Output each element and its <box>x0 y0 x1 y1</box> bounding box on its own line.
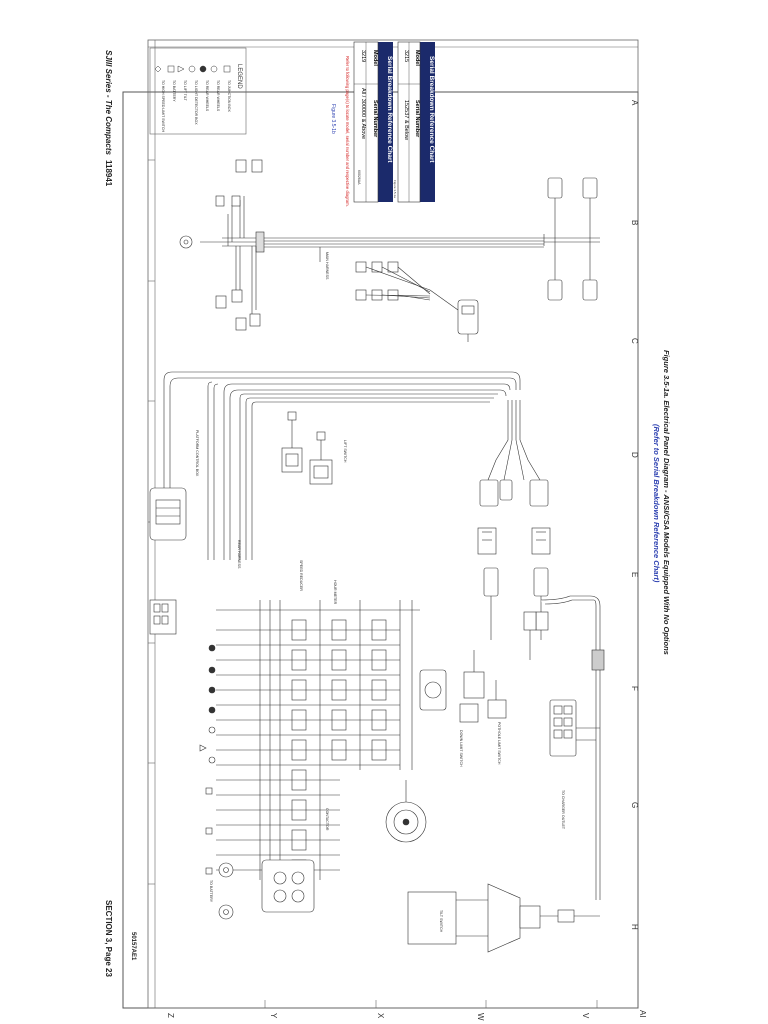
serial-chart-1-title: Serial Breakdown Reference Chart <box>428 56 435 163</box>
section-page: SECTION 3, Page 23 <box>104 900 113 977</box>
figure-title-block: Figure 3.5-1a. Electrical Panel Diagram … <box>652 350 671 655</box>
junction-box-icon <box>223 65 231 73</box>
component-labels: MAIN HARNESS PLATFORM CONTROL BOX REAR H… <box>195 252 565 933</box>
label-main-harness: MAIN HARNESS <box>325 252 329 280</box>
serial-chart-1-model: 3215 <box>403 50 409 62</box>
serial-chart-1: Serial Breakdown Reference Chart Model S… <box>393 41 435 203</box>
label-lift-switch: LIFT SWITCH <box>343 440 347 463</box>
part-number: 118941 <box>104 160 113 187</box>
v-row-connectors <box>523 611 549 660</box>
grid-col-b: B <box>630 220 639 225</box>
legend: LEGEND TO JUNCTION BOX TO REAR WHEELS TO… <box>149 47 247 135</box>
legend-box <box>149 47 247 135</box>
legend-item-7: TO HIGH SPEED LIMIT SWITCH <box>161 80 165 132</box>
grid-col-a: A <box>630 100 639 106</box>
motor-component <box>385 780 427 843</box>
rear-wheel-half-icon <box>199 65 207 73</box>
grid-row-y: Y <box>269 1013 278 1019</box>
grid-row-x: X <box>376 1013 385 1019</box>
series-title: SJIII Series - The Compacts <box>104 50 113 155</box>
fuse-block <box>149 599 177 635</box>
speed-limit-icon <box>154 65 162 73</box>
label-hour-meter: HOUR METER <box>333 580 337 605</box>
page-header-left: SJIII Series - The Compacts 118941 SECTI… <box>104 50 136 977</box>
legend-symbols <box>154 65 231 73</box>
wiring <box>149 159 605 953</box>
left-connectors <box>215 159 263 331</box>
serial-chart-2: Serial Breakdown Reference Chart Model S… <box>330 41 393 207</box>
rear-connectors-top <box>543 177 600 301</box>
platform-harness <box>163 371 521 560</box>
main-harness-bundle <box>179 196 544 320</box>
grid-corner: AI <box>638 1010 647 1018</box>
rear-wheel-icon <box>210 65 218 73</box>
figure-subtitle: (Refer to Serial Breakdown Reference Cha… <box>652 424 661 583</box>
serial-chart-2-code: 60026AA <box>357 170 361 185</box>
detector-icon <box>188 65 196 73</box>
platform-control-box <box>149 480 187 541</box>
limit-switch-boxes <box>281 411 333 485</box>
legend-item-6: TO BATTERY <box>172 80 176 102</box>
mid-connectors <box>355 261 479 342</box>
contactor-bottom <box>218 859 315 920</box>
label-contactor: CONTACTOR <box>325 808 329 831</box>
serial-chart-1-header-serial: Serial Number <box>414 100 420 138</box>
label-speed-reducer: SPEED REDUCER <box>299 560 303 591</box>
grid-col-g: G <box>630 802 639 808</box>
panel-bus-lines <box>216 600 420 880</box>
serial-chart-1-header-model: Model <box>414 50 420 66</box>
serial-chart-2-header <box>378 42 393 202</box>
serial-chart-2-header-serial: Serial Number <box>372 100 378 138</box>
legend-item-1: TO JUNCTION BOX <box>227 80 231 112</box>
serial-chart-2-serial: All / 300000 & Above <box>360 88 366 139</box>
grid-row-v: V <box>581 1013 590 1019</box>
label-down-limit: DOWN LIMIT SWITCH <box>459 730 463 767</box>
terminal-symbols <box>199 644 216 875</box>
grid-col-f: F <box>630 686 639 691</box>
grid-row-labels: V W X Y Z AI <box>166 1010 647 1021</box>
label-charger: TO CHARGER OUTLET <box>561 790 565 830</box>
legend-item-3: TO REAR WHEELS <box>205 80 209 112</box>
serial-chart-1-ref: Figure 3.5-1a <box>393 180 397 198</box>
label-pothole: POTHOLE LIMIT SWITCH <box>497 722 501 765</box>
label-to-battery: TO BATTERY <box>209 880 213 903</box>
serial-chart-1-serial: 152537 & Below <box>403 100 409 140</box>
grid-col-c: C <box>630 338 639 344</box>
page-frame <box>122 91 639 1009</box>
grid-row-z: Z <box>166 1013 175 1018</box>
serial-chart-2-model: 3219 <box>360 50 366 62</box>
grid-col-h: H <box>630 924 639 930</box>
label-tilt-switch: TILT SWITCH <box>439 910 443 933</box>
legend-title: LEGEND <box>236 64 242 89</box>
label-rear-harness: REAR HARNESS <box>237 540 241 569</box>
tilt-switch-h <box>407 883 600 953</box>
center-junction <box>477 400 551 555</box>
f-column-components <box>419 650 507 723</box>
battery-icon <box>167 65 175 73</box>
legend-item-2: TO REAR WHEELS <box>216 80 220 112</box>
legend-item-4: TO LIGHT DETECTOR BOX <box>194 80 198 125</box>
serial-chart-2-note: Refer to following page(s) to locate mod… <box>345 56 350 207</box>
grid-row-w: W <box>476 1013 485 1021</box>
label-platform-control-box: PLATFORM CONTROL BOX <box>195 430 199 477</box>
grid-col-d: D <box>630 452 639 458</box>
g-column-connectors <box>549 699 600 757</box>
lift-tilt-icon <box>177 65 185 73</box>
legend-item-5: TO LIFT TILT <box>183 80 187 102</box>
figure-id: 50157AE1 <box>130 932 136 961</box>
grid-col-e: E <box>630 572 639 577</box>
serial-chart-2-header-model: Model <box>372 50 378 66</box>
serial-chart-2-title: Serial Breakdown Reference Chart <box>386 56 393 163</box>
relay-bank <box>291 619 387 881</box>
serial-chart-2-ref: Figure 3.5-1b <box>330 104 336 134</box>
grid-column-labels: A B C D E F G H <box>630 100 639 930</box>
serial-chart-1-header <box>420 42 435 202</box>
figure-title: Figure 3.5-1a. Electrical Panel Diagram … <box>662 350 671 655</box>
